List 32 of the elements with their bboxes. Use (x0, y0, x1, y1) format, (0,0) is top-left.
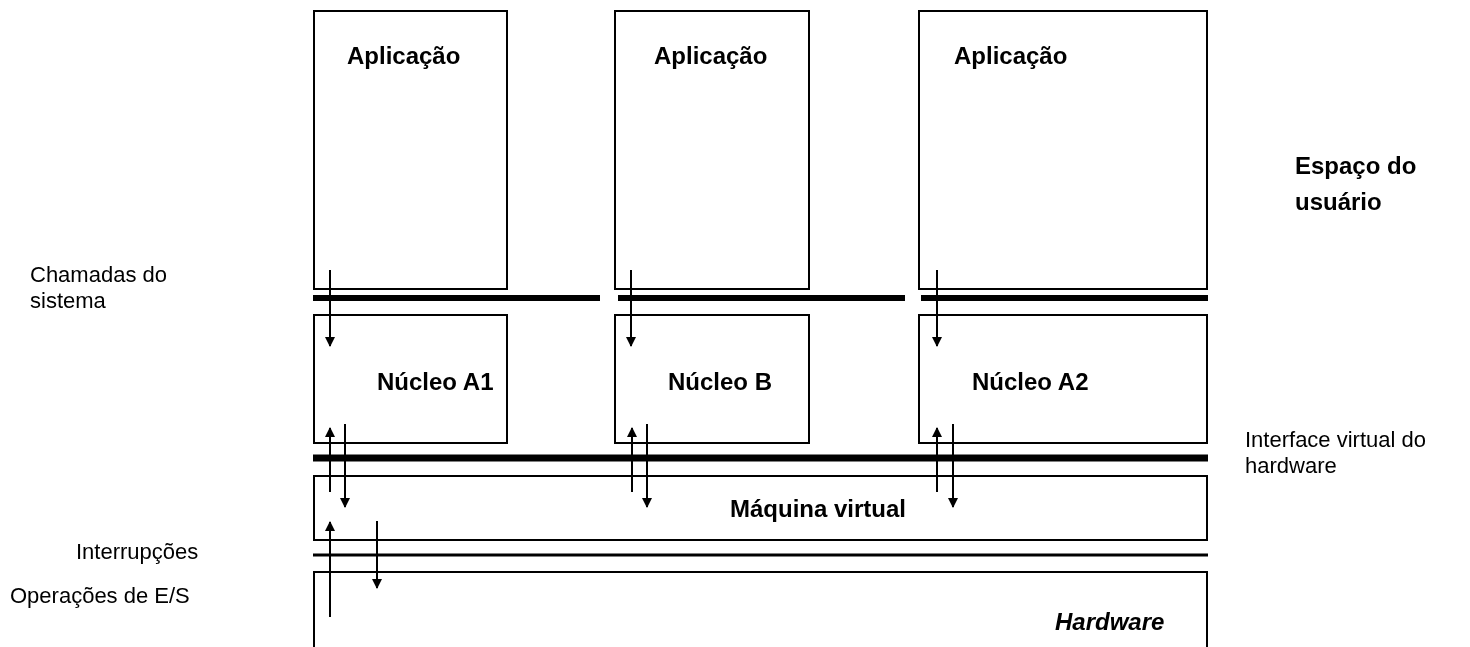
arrow (642, 423, 652, 508)
box-title: Aplicação (654, 42, 768, 70)
arrow (627, 427, 637, 493)
arrow (372, 520, 382, 589)
application-box (918, 10, 1208, 290)
arrow (340, 423, 350, 508)
arrow (626, 269, 636, 347)
box-title: Hardware (1055, 608, 1165, 636)
layer-label: Operações de E/S (10, 583, 191, 609)
box-title: Núcleo A2 (972, 368, 1089, 396)
box-title: Aplicação (954, 42, 1068, 70)
arrow (325, 269, 335, 347)
box-title: Núcleo A1 (377, 368, 494, 396)
box-title: Núcleo B (668, 368, 772, 396)
box-title: Máquina virtual (730, 495, 907, 523)
layer-label: Espaço do usuário (1295, 151, 1418, 217)
kernel-box (614, 314, 810, 444)
box-title: Aplicação (347, 42, 461, 70)
arrow (948, 423, 958, 508)
application-box (614, 10, 810, 290)
layer-label: Interrupções (76, 539, 200, 565)
kernel-box (313, 314, 508, 444)
arrow (932, 427, 942, 493)
layer-label: Interface virtual do hardware (1245, 427, 1427, 479)
application-box (313, 10, 508, 290)
virtual-machine-box (313, 475, 1208, 541)
kernel-box (918, 314, 1208, 444)
hardware-box (313, 571, 1208, 647)
arrow (932, 269, 942, 347)
layer-label: Chamadas do sistema (30, 262, 168, 314)
arrow (325, 427, 335, 493)
arrow (325, 521, 335, 618)
